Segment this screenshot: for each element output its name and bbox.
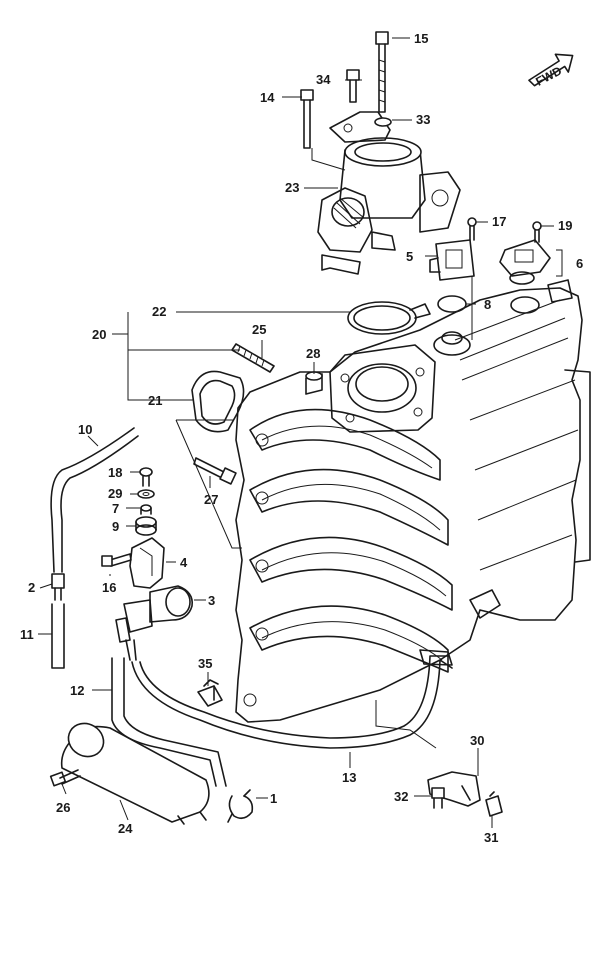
callout-18: 18 xyxy=(108,465,122,480)
callout-21: 21 xyxy=(148,393,162,408)
callout-15: 15 xyxy=(414,31,428,46)
washer-29-icon xyxy=(137,489,155,499)
bolt-26-icon xyxy=(49,769,81,787)
callout-7: 7 xyxy=(112,501,119,516)
bolt-17-icon xyxy=(467,217,477,241)
gasket-22 xyxy=(347,301,431,335)
callout-27: 27 xyxy=(204,492,218,507)
bolt-15-icon xyxy=(375,31,389,113)
bolt-14-icon xyxy=(300,89,314,149)
callout-14: 14 xyxy=(260,90,275,105)
callout-10: 10 xyxy=(78,422,92,437)
callout-28: 28 xyxy=(306,346,320,361)
o-ring-6-icon xyxy=(509,271,535,285)
hose-10 xyxy=(50,427,139,573)
throttle-plate xyxy=(329,111,391,143)
callout-30: 30 xyxy=(470,733,484,748)
callout-11: 11 xyxy=(20,627,34,642)
connector-2-icon xyxy=(51,573,65,601)
throttle-body xyxy=(317,137,461,275)
callout-16: 16 xyxy=(102,580,116,595)
hose-12 xyxy=(111,657,227,787)
bracket-4 xyxy=(129,537,165,589)
o-ring-8-icon xyxy=(437,295,467,313)
callout-1: 1 xyxy=(270,791,277,806)
callout-17: 17 xyxy=(492,214,506,229)
filter-24 xyxy=(60,722,210,825)
callout-34: 34 xyxy=(316,72,331,87)
gasket-21 xyxy=(191,370,245,433)
callout-6: 6 xyxy=(576,256,583,271)
screw-18-icon xyxy=(139,467,153,487)
clip-35-icon xyxy=(197,679,223,707)
bolt-32-icon xyxy=(431,787,445,809)
callout-2: 2 xyxy=(28,580,35,595)
fwd-arrow-icon: FWD xyxy=(528,53,574,89)
clip-31-icon xyxy=(485,791,503,817)
callout-20: 20 xyxy=(92,327,106,342)
callout-8: 8 xyxy=(484,297,491,312)
callout-5: 5 xyxy=(406,249,413,264)
callout-22: 22 xyxy=(152,304,166,319)
leader-lines xyxy=(38,37,563,828)
callout-32: 32 xyxy=(394,789,408,804)
washer-33-icon xyxy=(374,117,392,127)
hose-11 xyxy=(51,603,65,669)
callout-12: 12 xyxy=(70,683,84,698)
callout-4: 4 xyxy=(180,555,188,570)
callout-26: 26 xyxy=(56,800,70,815)
callout-24: 24 xyxy=(118,821,133,836)
grommet-9-icon xyxy=(135,516,157,536)
collar-7-icon xyxy=(140,504,152,515)
sensor-6 xyxy=(499,239,551,277)
callout-3: 3 xyxy=(208,593,215,608)
callout-23: 23 xyxy=(285,180,299,195)
callout-9: 9 xyxy=(112,519,119,534)
hose-13 xyxy=(131,655,453,749)
bolt-16-icon xyxy=(101,553,132,567)
callout-25: 25 xyxy=(252,322,266,337)
stud-25-icon xyxy=(231,343,275,373)
bolt-34-icon xyxy=(346,69,360,103)
callout-35: 35 xyxy=(198,656,212,671)
callout-19: 19 xyxy=(558,218,572,233)
bolt-19-icon xyxy=(532,221,542,243)
collar-28-icon xyxy=(305,371,323,395)
sensor-5 xyxy=(429,239,475,281)
bolt-27-icon xyxy=(193,457,237,485)
callout-33: 33 xyxy=(416,112,430,127)
valve-3 xyxy=(115,585,194,661)
callout-31: 31 xyxy=(484,830,498,845)
callout-labels: 15 34 14 33 23 17 19 5 6 8 22 20 25 28 2… xyxy=(20,31,583,845)
callout-13: 13 xyxy=(342,770,356,785)
clamp-1-icon xyxy=(227,789,254,823)
callout-29: 29 xyxy=(108,486,122,501)
intake-manifold xyxy=(235,279,591,723)
